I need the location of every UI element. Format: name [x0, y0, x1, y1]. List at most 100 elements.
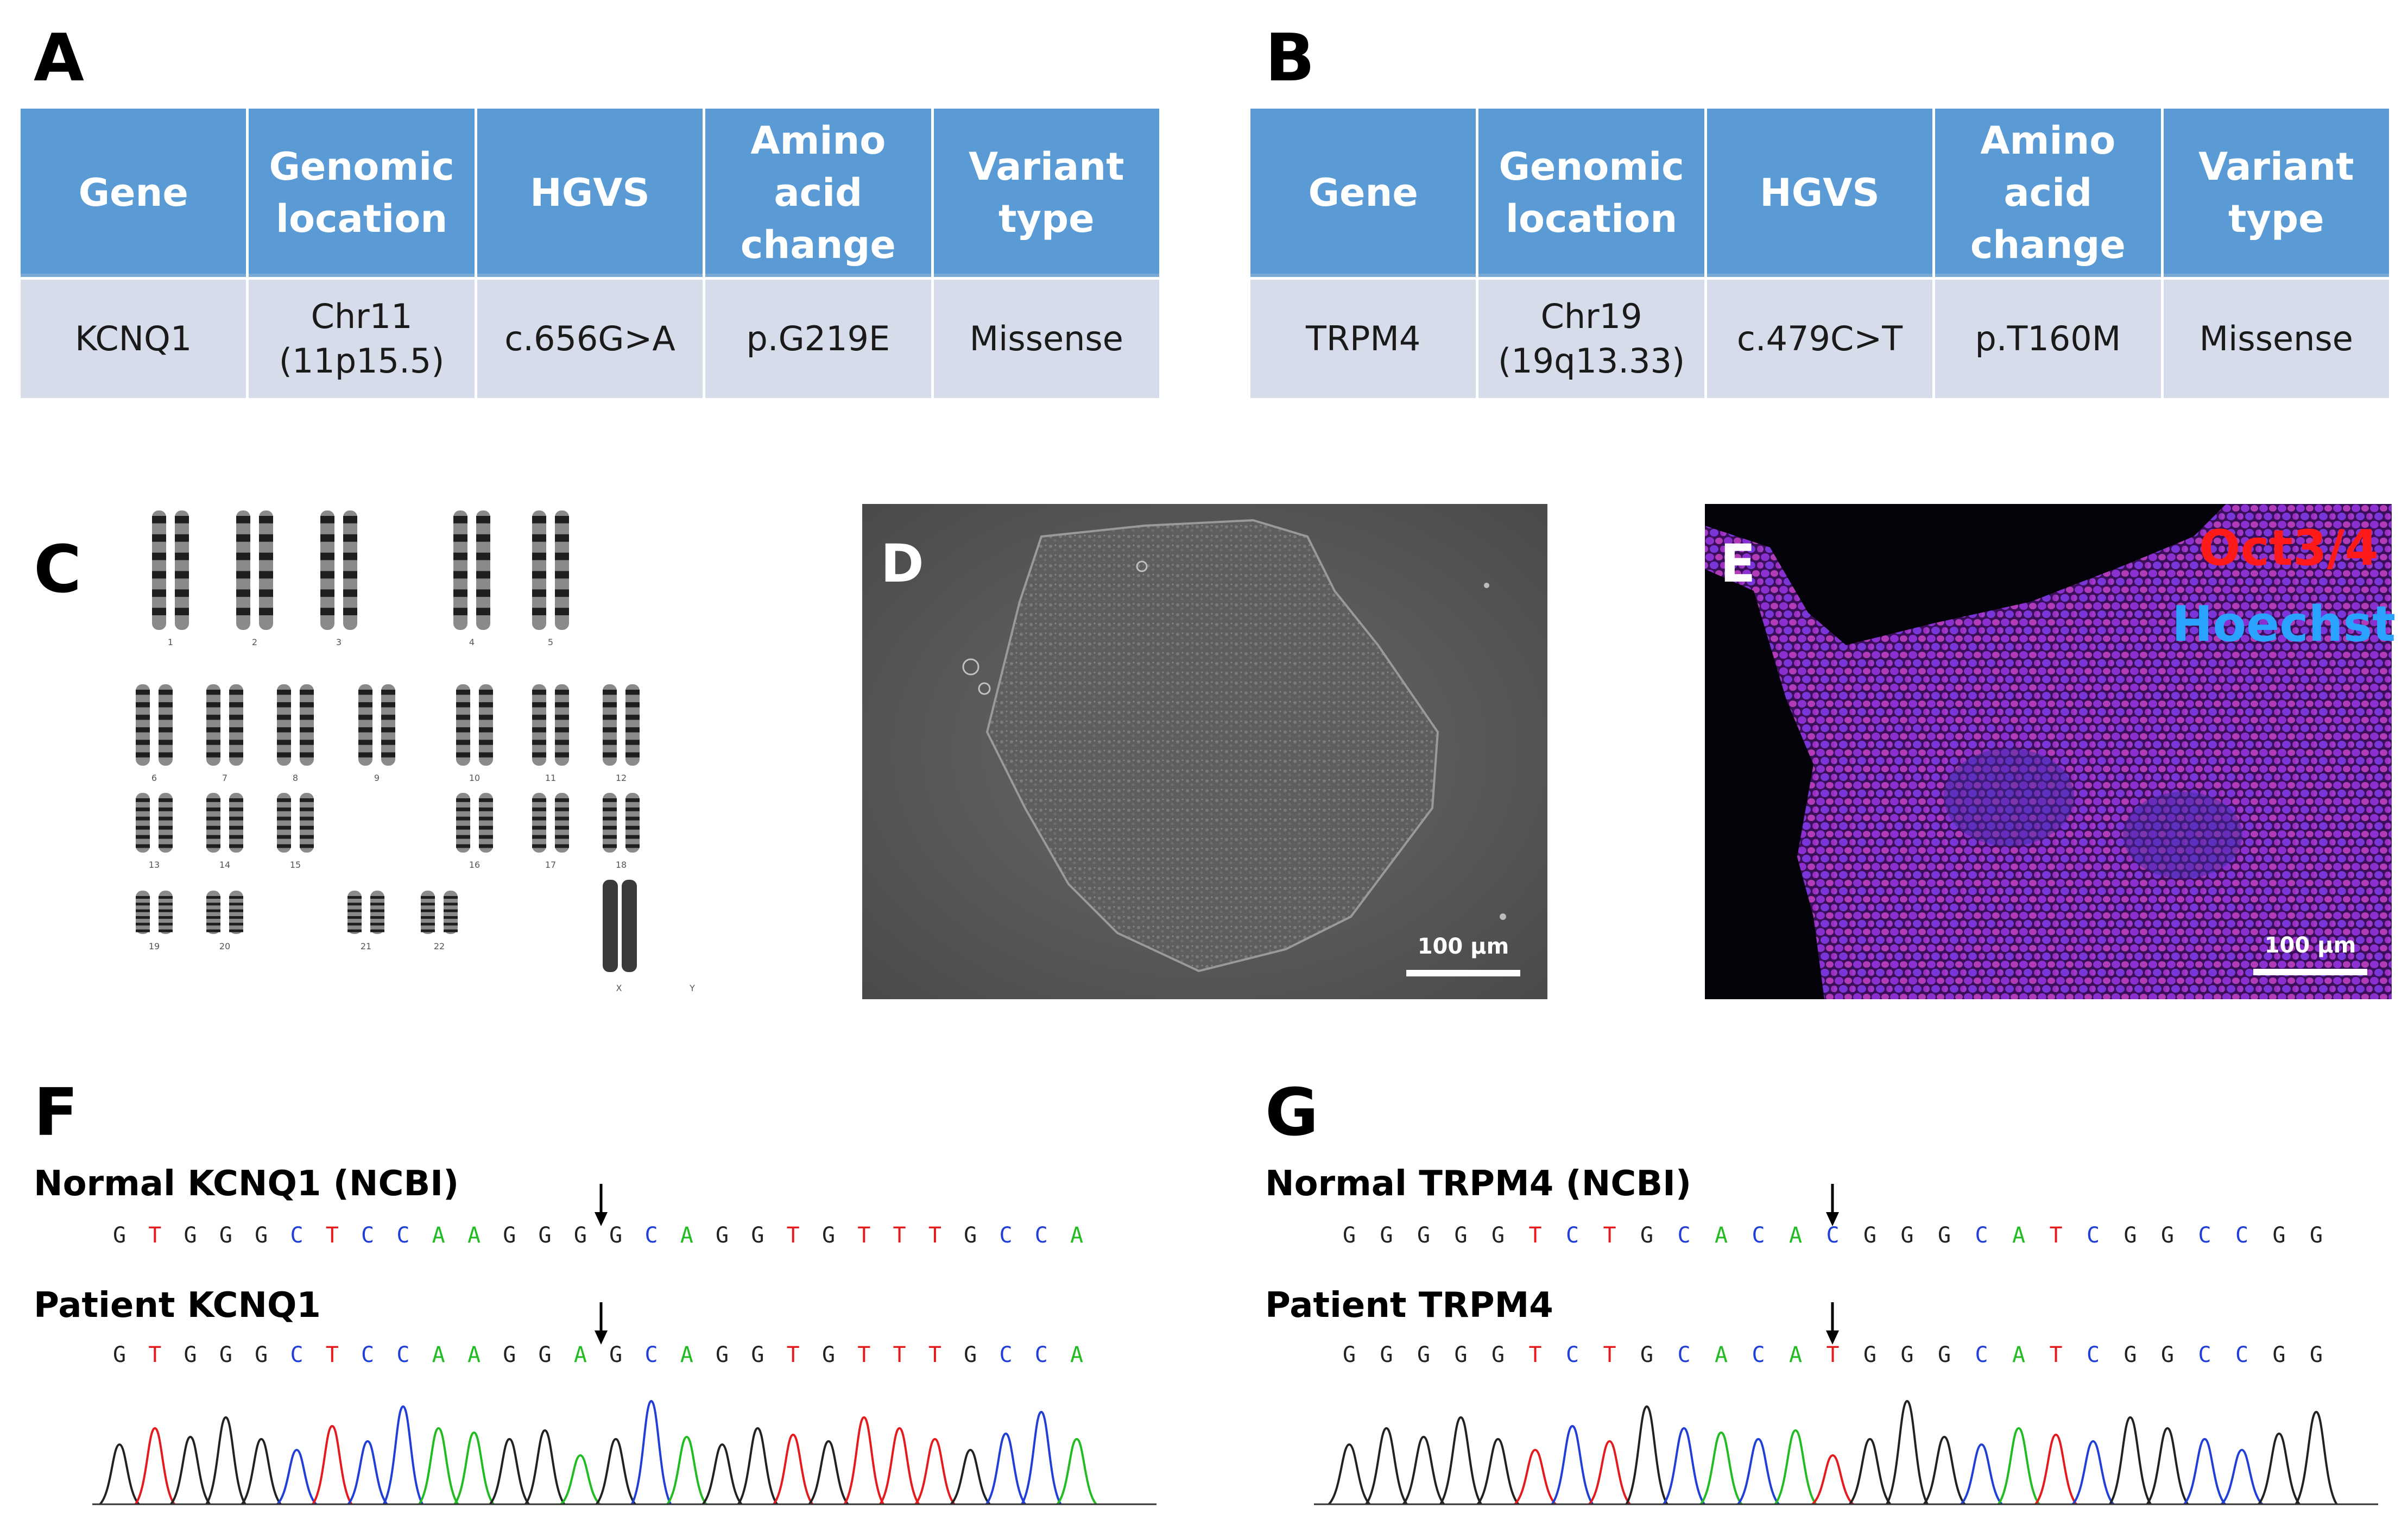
variant-arrow-icon	[1826, 1184, 1839, 1226]
sequence-base: C	[290, 1342, 304, 1367]
sequence-base: G	[1454, 1342, 1468, 1367]
chromatogram-peak	[914, 1437, 956, 1505]
cell-amino-acid: p.T160M	[1932, 277, 2164, 401]
chromosome-number: 22	[434, 941, 445, 951]
sequence-base: G	[609, 1342, 623, 1367]
sequence-base: C	[999, 1342, 1013, 1367]
sequence-base: G	[1640, 1342, 1654, 1367]
chromatogram-peak	[1811, 1454, 1854, 1505]
chromosome-number: 21	[361, 941, 371, 951]
normal-kcnq1-label: Normal KCNQ1 (NCBI)	[34, 1164, 459, 1204]
chromosome	[259, 510, 273, 630]
sequence-base: T	[893, 1223, 906, 1248]
chromatogram-peak	[879, 1427, 920, 1505]
chromatogram-peak	[2109, 1416, 2152, 1505]
sequence-base: G	[1863, 1223, 1877, 1248]
sequence-base: T	[2049, 1342, 2063, 1367]
sequence-base: G	[964, 1342, 977, 1367]
header-amino-acid-change: Amino acid change	[1932, 106, 2164, 280]
chromatogram-peak	[985, 1432, 1027, 1505]
sequence-base: G	[1937, 1223, 1951, 1248]
chromatogram-peak	[99, 1443, 140, 1505]
sequence-base: G	[821, 1223, 836, 1248]
chromosome	[532, 684, 546, 766]
sequence-base: G	[538, 1342, 552, 1367]
chromatogram-peak	[1328, 1443, 1371, 1505]
sequence-base: A	[680, 1342, 693, 1367]
sequence-base: G	[255, 1223, 268, 1248]
chromatogram-peak	[1365, 1427, 1408, 1505]
sequence-base: T	[893, 1342, 906, 1367]
sequence-base: G	[2123, 1223, 2137, 1248]
chromatogram-peak	[595, 1437, 636, 1505]
sequence-base: T	[325, 1342, 339, 1367]
chromatogram-peak	[560, 1454, 601, 1505]
sequence-base: A	[2012, 1342, 2026, 1367]
sequence-base: G	[2123, 1342, 2137, 1367]
chromosome-number: 6	[151, 773, 157, 783]
chromosome	[479, 684, 493, 766]
chromatogram-peak	[1737, 1437, 1780, 1505]
variant-arrow-icon	[1826, 1302, 1839, 1345]
sequence-base: C	[1034, 1223, 1048, 1248]
chromatogram-peak	[276, 1448, 317, 1505]
header-hgvs: HGVS	[1704, 106, 1936, 280]
panel-label-b: B	[1265, 21, 1315, 96]
chromosome	[625, 684, 640, 766]
chromatogram-peak	[737, 1427, 778, 1505]
chromatogram-peak	[2071, 1440, 2115, 1505]
sequence-base: G	[219, 1342, 232, 1367]
chromatogram-peak	[1476, 1437, 1520, 1505]
sequence-base: G	[2272, 1342, 2286, 1367]
chromosome	[152, 510, 166, 630]
chromosome-number: 8	[293, 773, 298, 783]
chromatogram-peak	[453, 1431, 495, 1505]
sequence-base: G	[1937, 1342, 1951, 1367]
chromatogram-peak	[1960, 1443, 2003, 1505]
colony-phase-image	[862, 504, 1547, 999]
sequence-base: T	[1826, 1342, 1840, 1367]
chromatogram-peak	[1625, 1405, 1668, 1505]
chromatogram-peak	[2295, 1410, 2338, 1505]
chromatogram-peak	[1923, 1435, 1966, 1505]
chromosome-number: 15	[290, 860, 301, 870]
scale-bar-e	[2253, 969, 2367, 975]
chromosome	[236, 510, 250, 630]
chromatogram-peak	[1699, 1431, 1743, 1505]
chromosome-number: 18	[616, 860, 627, 870]
sequence-base: C	[1565, 1223, 1579, 1248]
sequence-base: A	[432, 1223, 445, 1248]
cell-location: Chr11 (11p15.5)	[246, 277, 477, 401]
sequence-base: G	[2160, 1342, 2175, 1367]
cell-variant-type: Missense	[931, 277, 1162, 401]
chromatogram-peak	[2220, 1448, 2264, 1505]
chromosome-number: 20	[219, 941, 230, 951]
sequence-base: G	[2309, 1223, 2323, 1248]
chromatogram-peak	[1774, 1429, 1817, 1505]
chromatogram-peak	[1021, 1410, 1062, 1505]
chromosome-number: Y	[689, 983, 695, 993]
sequence-base: G	[1417, 1223, 1431, 1248]
sequence-base: G	[1417, 1342, 1431, 1367]
scale-label-d: 100 µm	[1417, 934, 1509, 959]
sequence-base: C	[1034, 1342, 1048, 1367]
sequence-base: C	[2198, 1342, 2211, 1367]
normal-trpm4-label: Normal TRPM4 (NCBI)	[1265, 1164, 1692, 1204]
chromosome	[453, 510, 467, 630]
sequence-base: G	[219, 1223, 232, 1248]
sequence-base: C	[1752, 1223, 1765, 1248]
chromatogram-peak	[1588, 1440, 1631, 1505]
chromosome	[136, 793, 150, 853]
stain-label-hoechst: Hoechst	[2172, 596, 2396, 653]
chromosome	[206, 793, 220, 853]
chromatogram-peak	[808, 1440, 849, 1505]
sequence-base: G	[538, 1223, 552, 1248]
chromosome	[206, 684, 220, 766]
variant-table-trpm4: Gene Genomic location HGVS Amino acid ch…	[1247, 106, 2392, 401]
variant-arrow-icon	[595, 1184, 608, 1226]
sequence-base: G	[716, 1223, 729, 1248]
cell-amino-acid: p.G219E	[703, 277, 934, 401]
sequence-base: G	[1640, 1223, 1654, 1248]
variant-table-kcnq1: Gene Genomic location HGVS Amino acid ch…	[17, 106, 1162, 401]
